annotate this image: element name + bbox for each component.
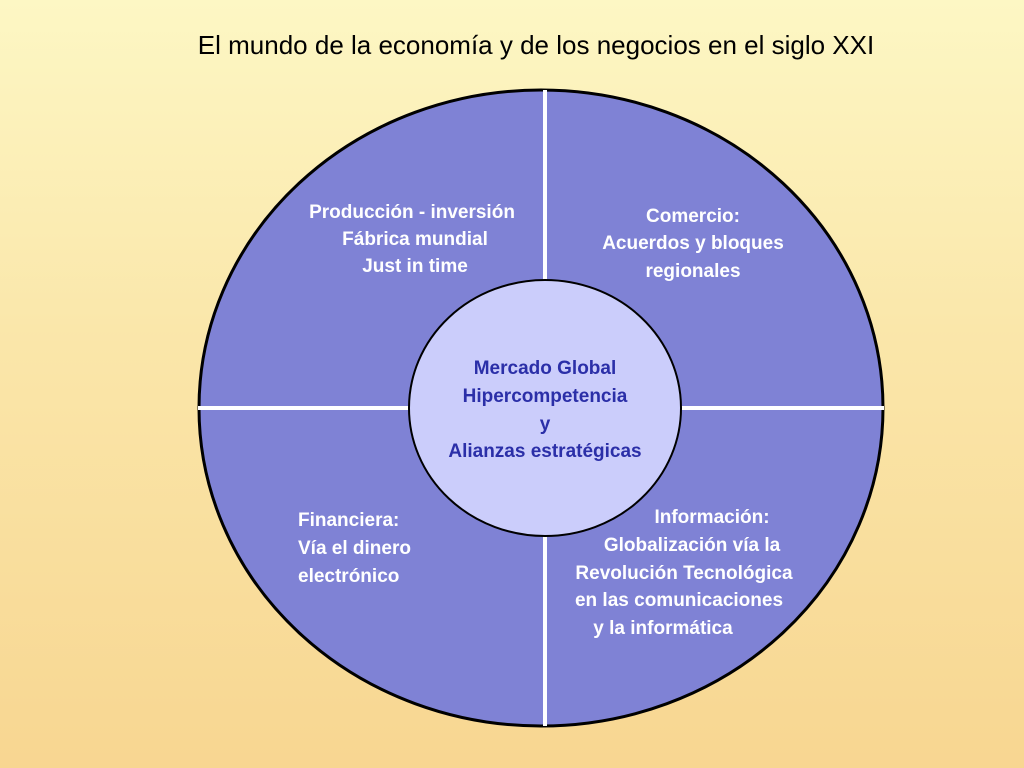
quadrant-top-left-line-3: Just in time — [362, 256, 468, 277]
center-circle — [408, 279, 682, 537]
center-line-3: y — [540, 414, 551, 435]
quadrant-bottom-right-line-5: y la informática — [593, 618, 733, 639]
slide-title: El mundo de la economía y de los negocio… — [197, 30, 875, 60]
quadrant-top-left-line-2: Fábrica mundial — [342, 229, 488, 250]
quadrant-top-right-line-3: regionales — [645, 261, 740, 282]
center-line-4: Alianzas estratégicas — [448, 441, 641, 462]
quadrant-top-right-line-1: Comercio: — [646, 206, 740, 227]
center-line-1: Mercado Global — [474, 358, 617, 379]
quadrant-bottom-left-line-1: Financiera: — [298, 510, 399, 531]
quadrant-top-right-line-2: Acuerdos y bloques — [602, 233, 784, 254]
quadrant-bottom-left: Financiera: Vía el dinero electrónico — [298, 510, 411, 587]
quadrant-bottom-right-line-2: Globalización vía la — [604, 535, 781, 556]
quadrant-top-left: Producción - inversión Fábrica mundial J… — [309, 202, 515, 277]
quadrant-bottom-right: Información: Globalización vía la Revolu… — [575, 507, 793, 639]
quadrant-bottom-right-line-3: Revolución Tecnológica — [575, 563, 793, 584]
quadrant-top-left-line-1: Producción - inversión — [309, 202, 515, 223]
quadrant-bottom-left-line-2: Vía el dinero — [298, 538, 411, 559]
center-label: Mercado Global Hipercompetencia y Alianz… — [448, 358, 641, 462]
quadrant-top-right: Comercio: Acuerdos y bloques regionales — [602, 206, 784, 282]
center-line-2: Hipercompetencia — [463, 386, 628, 407]
quadrant-bottom-right-line-1: Información: — [654, 507, 769, 528]
quadrant-bottom-right-line-4: en las comunicaciones — [575, 590, 783, 611]
quadrant-bottom-left-line-3: electrónico — [298, 566, 399, 587]
